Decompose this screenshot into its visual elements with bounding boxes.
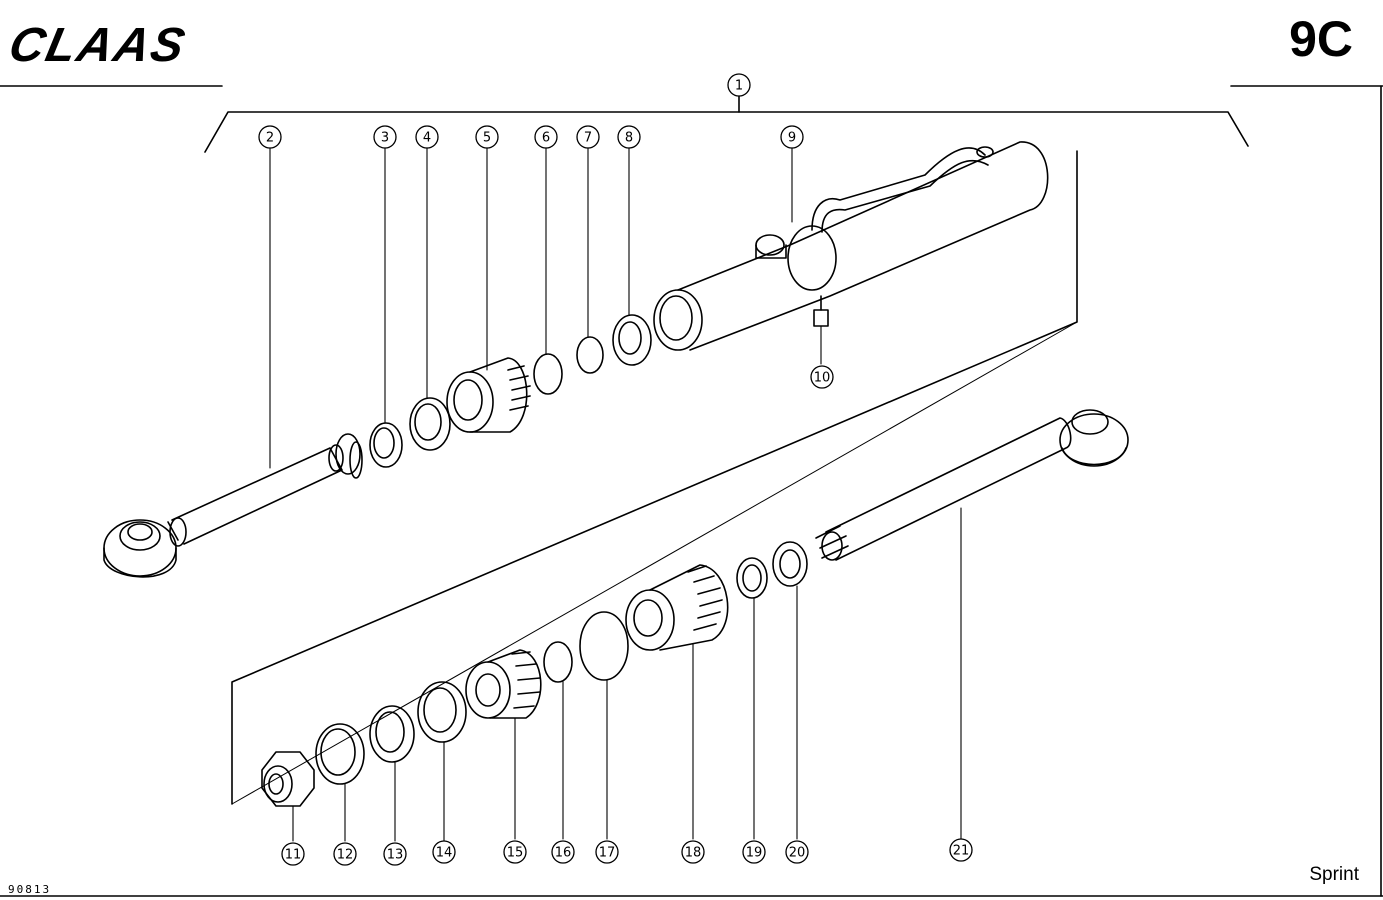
piston-guide bbox=[465, 649, 542, 719]
o-ring-small bbox=[533, 353, 563, 395]
wiper-seal bbox=[369, 422, 403, 468]
callout-circle bbox=[373, 125, 397, 149]
cylinder-group-outline bbox=[231, 150, 1078, 805]
callout-1: 1 bbox=[727, 73, 751, 97]
callout-4: 4 bbox=[415, 125, 439, 149]
lower-piston-rod bbox=[815, 409, 1129, 561]
callout-label: 13 bbox=[387, 848, 404, 863]
callout-label: 12 bbox=[337, 848, 354, 863]
callout-8: 8 bbox=[617, 125, 641, 149]
callout-circle bbox=[432, 840, 456, 864]
callout-label: 11 bbox=[285, 848, 302, 863]
callout-18: 18 bbox=[681, 840, 705, 864]
grease-nipple bbox=[813, 295, 829, 327]
callout-label: 3 bbox=[381, 131, 389, 146]
callout-circle bbox=[258, 125, 282, 149]
callout-circle bbox=[780, 125, 804, 149]
callout-label: 9 bbox=[788, 131, 796, 146]
small-o-ring bbox=[543, 641, 573, 683]
callout-label: 10 bbox=[814, 371, 831, 386]
guide-band bbox=[417, 681, 467, 743]
callout-5: 5 bbox=[475, 125, 499, 149]
callout-15: 15 bbox=[503, 840, 527, 864]
callout-17: 17 bbox=[595, 840, 619, 864]
callout-circle bbox=[727, 73, 751, 97]
callout-circle bbox=[333, 842, 357, 866]
callout-label: 18 bbox=[685, 846, 702, 861]
guide-ring bbox=[409, 397, 451, 451]
hex-nut bbox=[261, 751, 315, 807]
cylinder-tube bbox=[653, 141, 1049, 351]
callout-21: 21 bbox=[949, 838, 973, 862]
callout-label: 4 bbox=[423, 131, 431, 146]
callout-circle bbox=[534, 125, 558, 149]
callout-circle bbox=[595, 840, 619, 864]
piston-seal-ring bbox=[772, 541, 808, 587]
callout-20: 20 bbox=[785, 840, 809, 864]
callout-label: 17 bbox=[599, 846, 616, 861]
callout-13: 13 bbox=[383, 842, 407, 866]
callout-circle bbox=[742, 840, 766, 864]
callout-9: 9 bbox=[780, 125, 804, 149]
callout-label: 7 bbox=[584, 131, 592, 146]
callout-circle bbox=[949, 838, 973, 862]
callout-label: 1 bbox=[735, 79, 743, 94]
callout-circle bbox=[383, 842, 407, 866]
group-center-axis bbox=[231, 321, 1078, 805]
model-name: Sprint bbox=[1309, 864, 1359, 885]
callout-label: 15 bbox=[507, 846, 524, 861]
callout-label: 19 bbox=[746, 846, 763, 861]
callout-14: 14 bbox=[432, 840, 456, 864]
piston-o-ring bbox=[579, 611, 629, 681]
callout-19: 19 bbox=[742, 840, 766, 864]
rod-seal bbox=[736, 557, 768, 599]
callout-circle bbox=[281, 842, 305, 866]
callout-label: 14 bbox=[436, 846, 453, 861]
lock-nut bbox=[612, 314, 652, 366]
callout-circle bbox=[415, 125, 439, 149]
backup-ring bbox=[576, 336, 604, 374]
callout-label: 8 bbox=[625, 131, 633, 146]
callout-7: 7 bbox=[576, 125, 600, 149]
callout-circle bbox=[503, 840, 527, 864]
callout-2: 2 bbox=[258, 125, 282, 149]
callout-3: 3 bbox=[373, 125, 397, 149]
callout-6: 6 bbox=[534, 125, 558, 149]
callout-label: 5 bbox=[483, 131, 491, 146]
callout-label: 20 bbox=[789, 846, 806, 861]
callout-circle bbox=[576, 125, 600, 149]
piston bbox=[625, 564, 729, 651]
callout-10: 10 bbox=[810, 365, 834, 389]
callout-label: 2 bbox=[266, 131, 274, 146]
callout-label: 21 bbox=[953, 844, 970, 859]
callout-16: 16 bbox=[551, 840, 575, 864]
seal-ring bbox=[369, 705, 415, 763]
callout-circle bbox=[617, 125, 641, 149]
callout-circle bbox=[551, 840, 575, 864]
cylinder-head bbox=[446, 357, 531, 433]
drawing-number: 90813 bbox=[8, 883, 52, 896]
callout-circle bbox=[475, 125, 499, 149]
callout-11: 11 bbox=[281, 842, 305, 866]
piston-rod-eye bbox=[103, 519, 179, 578]
callout-12: 12 bbox=[333, 842, 357, 866]
callout-circle bbox=[810, 365, 834, 389]
callout-label: 6 bbox=[542, 131, 550, 146]
callout-circle bbox=[785, 840, 809, 864]
callout-label: 16 bbox=[555, 846, 572, 861]
page-code: 9C bbox=[1289, 11, 1353, 67]
piston-rod bbox=[169, 433, 363, 547]
assembly-bracket bbox=[204, 111, 1249, 153]
support-ring bbox=[315, 723, 365, 785]
callout-circle bbox=[681, 840, 705, 864]
